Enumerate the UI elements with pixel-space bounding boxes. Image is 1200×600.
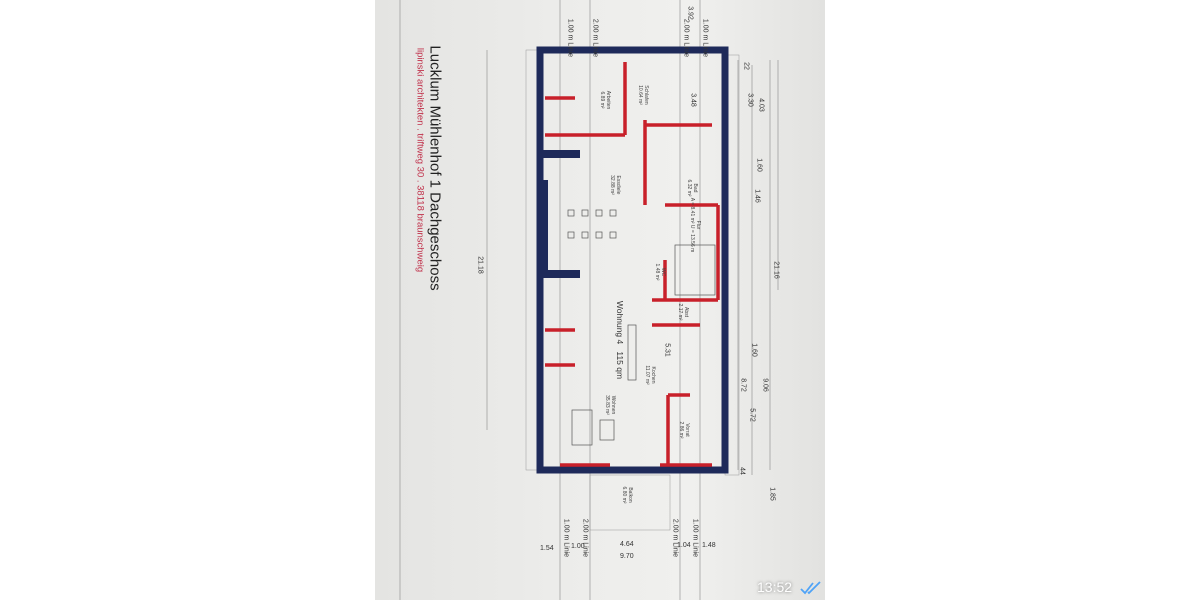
dimension: 3.48 [689,93,697,107]
dimension: 1.60 [750,343,758,357]
architect-address: lipinski architekten . triftweg 30 . 381… [414,47,426,273]
dimension: 1.48 [702,542,716,549]
dimension: 1.54 [540,545,554,552]
dimension: 1.00 m Linie [701,18,709,58]
dimension: 5.72 [748,408,756,422]
dimension: 8.72 [739,378,747,392]
dimension: 1.60 [755,158,763,172]
dimension: 1.00 m Linie [691,518,699,558]
dimension: 5.31 [663,343,671,357]
dimension: 21.18 [476,256,484,274]
dimension: 4.03 [757,98,765,112]
dimension: 3.92 [686,6,694,20]
message-timestamp: 13:52 [757,579,793,595]
dimension: 3.30 [746,93,754,107]
dimension: 2.00 m Linie [682,18,690,58]
dimension: 21.16 [772,261,780,279]
dimension: 2.00 m Linie [671,518,679,558]
dimension: 1.46 [753,189,761,203]
floor-plan-photo [375,0,825,600]
dimension: 2.00 m Linie [581,518,589,558]
dimension: 2.00 m Linie [591,18,599,58]
dimension: 9.70 [620,553,634,560]
double-check-icon [800,581,821,595]
dimension: 1.00 [571,543,585,550]
dimension: 22 [742,62,750,70]
dimension: 4.64 [620,541,634,548]
dimension: 1.85 [768,487,776,501]
dimension: 1.00 m Linie [566,18,574,58]
dimension: 9.06 [761,378,769,392]
plan-title: Lucklum Mühlenhof 1 Dachgeschoss [426,45,444,291]
dimension: 1.04 [677,542,691,549]
dimension: 1.00 m Linie [562,518,570,558]
dimension: 44 [738,467,746,475]
apartment-label: Wohnung 4 115 qm [615,300,625,380]
